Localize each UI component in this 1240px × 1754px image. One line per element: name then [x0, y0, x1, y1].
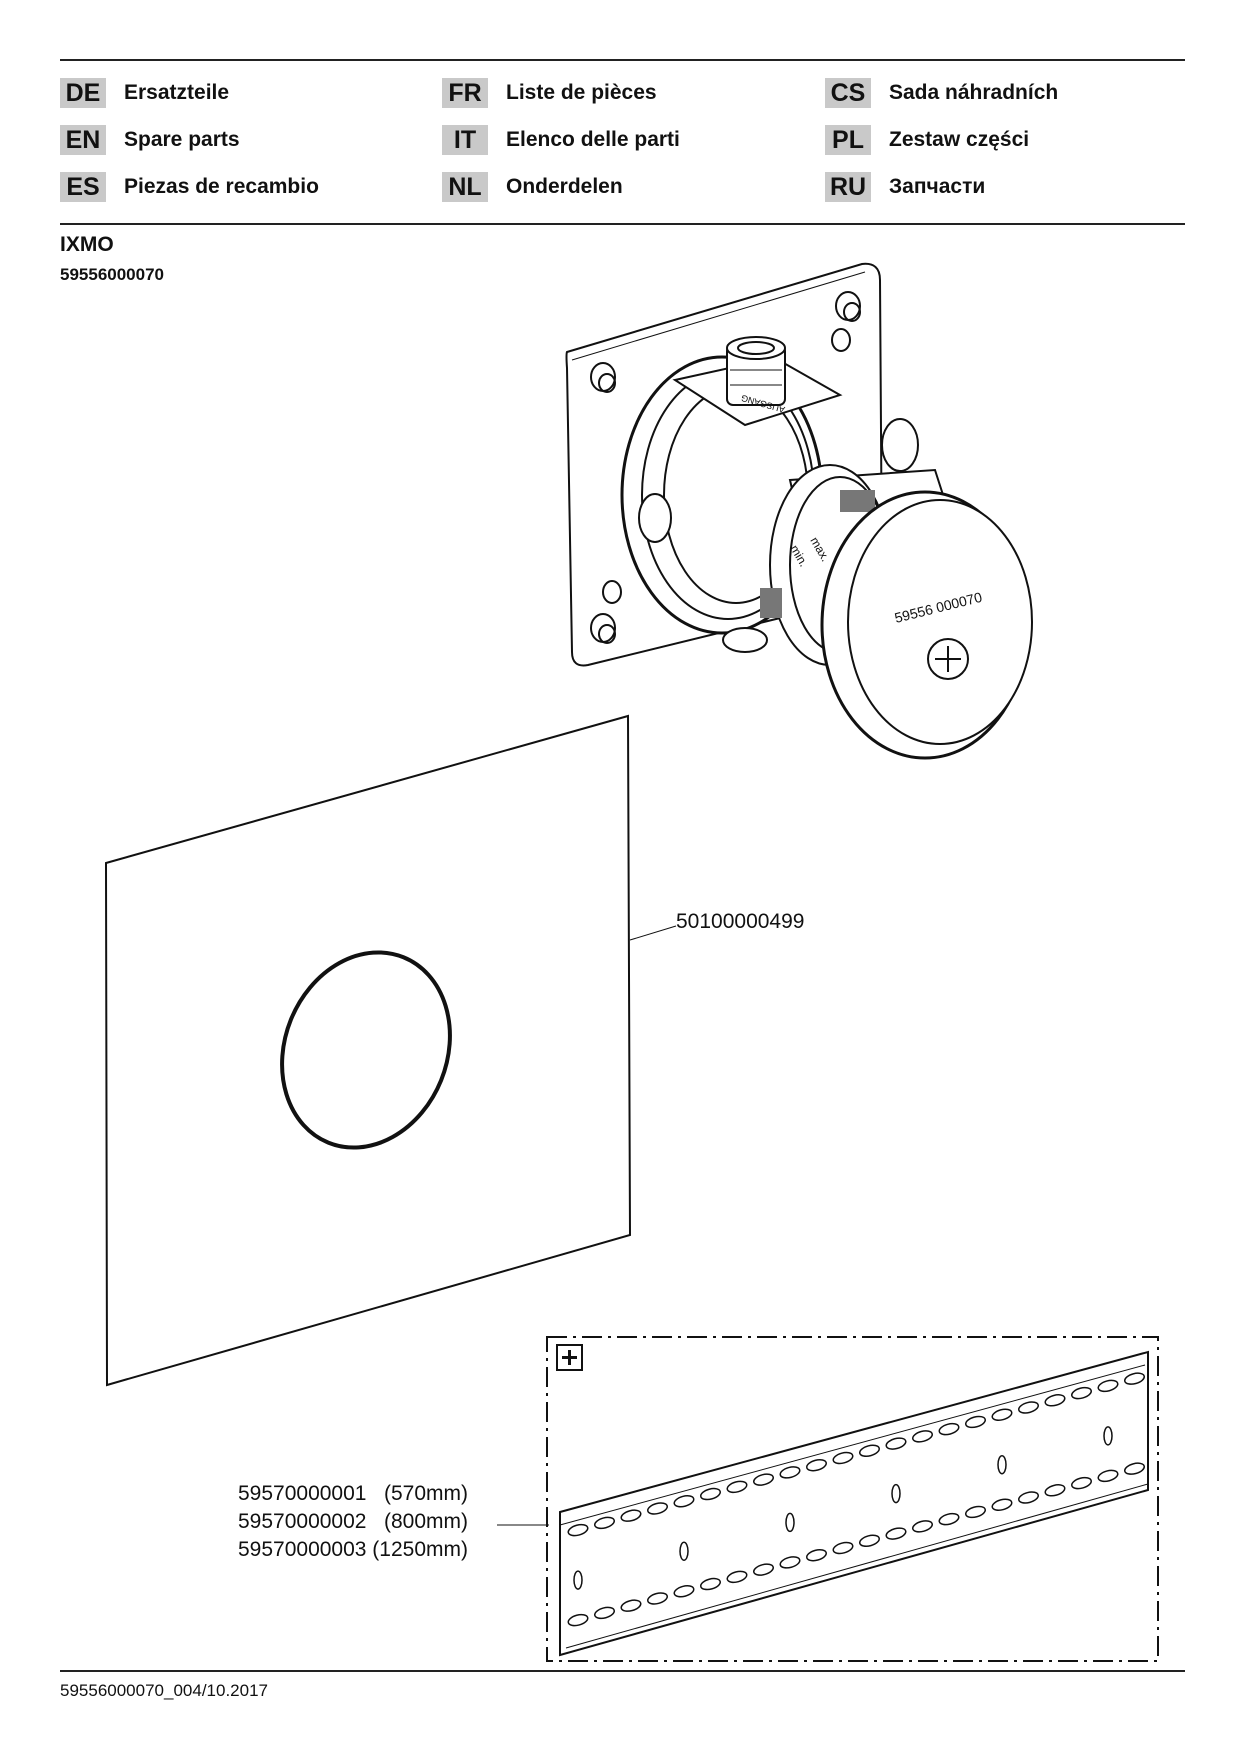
top-rule	[60, 59, 1185, 61]
rail-slot	[567, 1613, 589, 1627]
rail-slot	[726, 1480, 748, 1494]
rail-slot	[620, 1509, 642, 1522]
rail-slot	[620, 1599, 642, 1612]
plate-screw	[590, 362, 616, 393]
rail-slot	[1071, 1476, 1092, 1490]
rail-slot	[673, 1495, 695, 1508]
rail-slot	[885, 1437, 907, 1450]
rail-slot	[1097, 1469, 1119, 1483]
header-rule	[60, 223, 1185, 225]
lang-code: DE	[60, 78, 106, 108]
rail-slot	[859, 1534, 880, 1548]
rail-part-number-570: 59570000001 (570mm)	[238, 1482, 468, 1505]
rail-slot	[753, 1473, 774, 1486]
rail-slot	[1103, 1426, 1113, 1446]
rail-slot	[594, 1516, 615, 1530]
lang-row-cs: CS Sada náhradních	[825, 78, 1058, 108]
plate-screw	[602, 580, 622, 604]
rail-slot	[573, 1570, 583, 1590]
lang-row-es: ES Piezas de recambio	[60, 172, 319, 202]
plate-screw	[590, 613, 616, 644]
rail-slot	[753, 1563, 774, 1576]
rail-slot	[1124, 1462, 1145, 1475]
rail-slot	[891, 1483, 901, 1504]
lang-label: Zestaw części	[889, 128, 1030, 151]
rail-slot	[700, 1487, 721, 1501]
rail-slot	[1071, 1386, 1092, 1400]
rail-slot	[779, 1556, 801, 1569]
lang-label: Onderdelen	[506, 175, 623, 198]
lang-code: NL	[442, 172, 488, 202]
lang-row-nl: NL Onderdelen	[442, 172, 623, 202]
rail-slot	[1044, 1394, 1066, 1407]
rail-slot	[647, 1592, 668, 1605]
rail-slot	[997, 1454, 1007, 1475]
rail-slot	[832, 1451, 854, 1465]
lang-code: ES	[60, 172, 106, 202]
lang-label: Ersatzteile	[124, 81, 230, 104]
lang-row-de: DE Ersatzteile	[60, 78, 229, 108]
document-id: 59556000070_004/10.2017	[60, 1681, 268, 1700]
rail-slot	[965, 1505, 986, 1519]
rail-slots	[567, 1372, 1145, 1627]
lang-label: Spare parts	[124, 128, 240, 151]
rail-slot	[991, 1498, 1013, 1511]
cover-plate-part-number: 50100000499	[676, 910, 805, 933]
cover-plate-drawing	[104, 714, 632, 1387]
rail-slot	[567, 1523, 589, 1537]
plate-screw	[831, 328, 851, 352]
lang-label: Elenco delle parti	[506, 128, 680, 151]
rail-part-number-800: 59570000002 (800mm)	[238, 1510, 468, 1533]
rail-slot	[965, 1415, 986, 1429]
product-number: 59556000070	[60, 265, 165, 284]
rail-slot	[1124, 1372, 1145, 1385]
lang-code: RU	[825, 172, 871, 202]
lang-row-ru: RU Запчасти	[825, 172, 985, 202]
plate-screw	[835, 291, 861, 322]
cover-plate-leader	[629, 925, 677, 941]
rail-slot	[785, 1512, 795, 1533]
lang-label: Sada náhradních	[889, 81, 1059, 104]
mounting-rail-detail	[546, 1336, 1159, 1662]
rail-slot	[1097, 1379, 1119, 1393]
lang-code: PL	[825, 125, 871, 155]
rail-slot	[991, 1408, 1013, 1421]
rail-slot	[779, 1466, 801, 1479]
rail-slot	[700, 1577, 721, 1591]
rail-slot	[832, 1541, 854, 1555]
lang-code: EN	[60, 125, 106, 155]
lang-code: CS	[825, 78, 871, 108]
rail-slot	[594, 1606, 615, 1620]
product-name: IXMO	[60, 233, 114, 256]
rail-part-number-1250: 59570000003 (1250mm)	[238, 1538, 468, 1561]
rail-slot	[679, 1541, 689, 1562]
rail-slot	[726, 1570, 748, 1584]
rail-slot	[1018, 1491, 1039, 1504]
rail-slot	[885, 1527, 907, 1540]
lang-row-en: EN Spare parts	[60, 125, 240, 155]
footer-rule	[60, 1670, 1185, 1672]
lang-label: Piezas de recambio	[124, 175, 319, 198]
lang-code: IT	[442, 125, 488, 155]
rail-slot	[938, 1512, 960, 1526]
rail-slot	[806, 1458, 827, 1472]
plus-icon	[556, 1344, 583, 1371]
lang-row-fr: FR Liste de pièces	[442, 78, 657, 108]
rail-slot	[938, 1422, 960, 1436]
rail-slot	[912, 1430, 933, 1443]
lang-label: Liste de pièces	[506, 81, 657, 104]
rail-slot	[1044, 1484, 1066, 1497]
lang-row-pl: PL Zestaw części	[825, 125, 1029, 155]
rail-slot	[859, 1444, 880, 1458]
rail-slot	[912, 1520, 933, 1533]
lang-label: Запчасти	[889, 175, 986, 198]
rail-slot	[806, 1548, 827, 1562]
lang-row-it: IT Elenco delle parti	[442, 125, 680, 155]
rail-slot	[1018, 1401, 1039, 1414]
rail-slot	[647, 1502, 668, 1515]
lang-code: FR	[442, 78, 488, 108]
rail-slot	[673, 1585, 695, 1598]
thermostatic-valve-drawing	[565, 262, 1033, 760]
